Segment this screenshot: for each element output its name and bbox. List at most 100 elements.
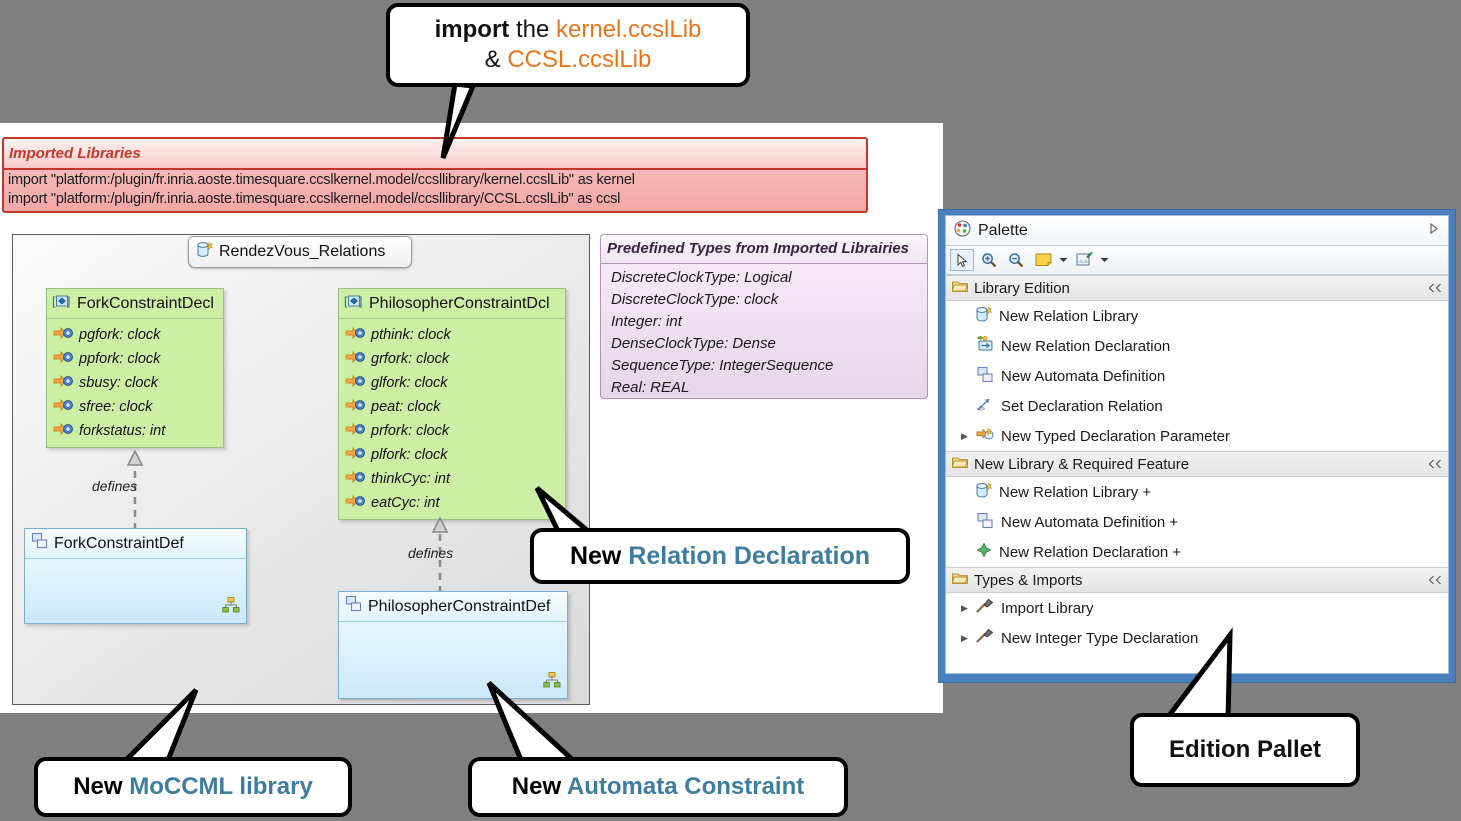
palette-section-types-imports[interactable]: Types & Imports — [946, 567, 1448, 593]
callout-accent-ccsl: CCSL.ccslLib — [507, 46, 652, 73]
uml-class-philosopher-constraint-dcl[interactable]: [ ] PhilosopherConstraintDcl pthink: clo… — [338, 288, 566, 520]
palette-item-new-integer-type-declaration[interactable]: ▶ New Integer Type Declaration — [946, 623, 1448, 653]
callout-text: New MoCCML library — [73, 773, 313, 801]
uml-attribute: thinkCyc: int — [345, 467, 565, 491]
palette-item-new-automata-definition[interactable]: ▶ New Automata Definition — [946, 361, 1448, 391]
palette-item-set-declaration-relation[interactable]: ▶ ‹0› Set Declaration Relation — [946, 391, 1448, 421]
palette-toolbar[interactable] — [946, 246, 1448, 275]
note-dropdown-caret-icon[interactable] — [1058, 250, 1069, 270]
parameter-arrow-icon — [53, 398, 73, 416]
palette-item-new-relation-library-plus[interactable]: ▶ New Relation Library + — [946, 477, 1448, 507]
uml-attribute: grfork: clock — [345, 347, 565, 371]
note-attachment-dropdown-caret-icon[interactable] — [1099, 250, 1110, 270]
library-tab-rendezvous-relations[interactable]: RendezVous_Relations — [188, 236, 412, 268]
predefined-types-note[interactable]: Predefined Types from Imported Librairie… — [600, 234, 928, 399]
uml-class-header: [ ] PhilosopherConstraintDcl — [339, 289, 565, 319]
svg-text:[: [ — [52, 294, 56, 308]
import-line: import "platform:/plugin/fr.inria.aoste.… — [8, 191, 621, 207]
parameter-arrow-icon — [345, 422, 365, 440]
callout-accent: Relation Declaration — [628, 541, 871, 570]
uml-attributes-list: pthink: clock grfork: clock glfork: cloc… — [339, 319, 565, 519]
hammer-icon — [976, 598, 994, 618]
folder-icon — [951, 456, 968, 473]
parameter-arrow-icon — [53, 326, 73, 344]
hierarchy-icon — [222, 597, 240, 618]
uml-attributes-list: pgfork: clock ppfork: clock sbusy: clock… — [47, 319, 223, 447]
uml-class-name: ForkConstraintDecl — [77, 294, 214, 312]
select-tool-icon[interactable] — [950, 249, 974, 271]
palette-inner: Palette — [945, 215, 1449, 674]
defines-label-philosopher: defines — [408, 545, 454, 561]
palette-item-new-typed-declaration-parameter[interactable]: ▶ New Typed Declaration Parameter — [946, 421, 1448, 451]
palette-item-label: New Integer Type Declaration — [1001, 629, 1199, 647]
relation-declaration-icon — [976, 335, 994, 356]
uml-attribute-label: eatCyc: int — [371, 495, 440, 511]
typed-declaration-parameter-icon — [976, 426, 994, 446]
folder-icon — [951, 572, 968, 589]
zoom-in-icon[interactable] — [977, 249, 1001, 271]
uml-attribute-label: peat: clock — [371, 399, 441, 415]
palette-item-label: New Relation Declaration — [1001, 337, 1171, 355]
collapse-section-icon[interactable] — [1428, 572, 1442, 589]
uml-attribute: eatCyc: int — [345, 491, 565, 515]
svg-text:‹0›: ‹0› — [977, 406, 985, 413]
uml-attribute: pgfork: clock — [53, 323, 223, 347]
uml-attribute-label: forkstatus: int — [79, 423, 166, 439]
uml-class-header: PhilosopherConstraintDef — [339, 592, 567, 622]
relation-library-icon — [197, 240, 214, 264]
predefined-type-entry: DenseClockType: Dense — [611, 335, 776, 352]
uml-class-philosopher-constraint-def[interactable]: PhilosopherConstraintDef — [338, 591, 568, 699]
uml-attribute-label: plfork: clock — [371, 447, 448, 463]
uml-attribute: plfork: clock — [345, 443, 565, 467]
uml-class-fork-constraint-decl[interactable]: [ ] ForkConstraintDecl pgfork: clock ppf… — [46, 288, 224, 448]
callout-import-libraries: import the kernel.ccslLib & CCSL.ccslLib — [386, 3, 750, 87]
chevron-right-icon[interactable] — [1427, 222, 1440, 240]
palette-item-new-relation-declaration[interactable]: ▶ New Relation Declaration — [946, 331, 1448, 361]
parameter-arrow-icon — [345, 398, 365, 416]
palette-item-new-automata-definition-plus[interactable]: ▶ New Automata Definition + — [946, 507, 1448, 537]
palette-item-label: New Automata Definition — [1001, 367, 1166, 385]
import-line: import "platform:/plugin/fr.inria.aoste.… — [8, 172, 635, 188]
callout-new-automata-constraint: New Automata Constraint — [468, 757, 848, 817]
palette-section-library-edition[interactable]: Library Edition — [946, 275, 1448, 301]
imported-libraries-title: Imported Libraries — [4, 139, 866, 170]
note-icon[interactable] — [1031, 249, 1055, 271]
palette-title-bar[interactable]: Palette — [946, 216, 1448, 246]
uml-attribute-label: prfork: clock — [371, 423, 450, 439]
uml-attribute: peat: clock — [345, 395, 565, 419]
uml-attribute: glfork: clock — [345, 371, 565, 395]
callout-plain-text: the — [509, 16, 556, 43]
palette-item-new-relation-declaration-plus[interactable]: ▶ New Relation Declaration + — [946, 537, 1448, 567]
uml-attribute-label: glfork: clock — [371, 375, 448, 391]
callout-text: New Relation Declaration — [570, 542, 870, 571]
uml-attribute: prfork: clock — [345, 419, 565, 443]
parameter-arrow-icon — [53, 350, 73, 368]
uml-attribute-label: thinkCyc: int — [371, 471, 450, 487]
callout-accent: Automata Constraint — [566, 773, 805, 800]
imported-libraries-body: import "platform:/plugin/fr.inria.aoste.… — [4, 170, 866, 211]
palette-item-new-relation-library[interactable]: ▶ New Relation Library — [946, 301, 1448, 331]
svg-text:]: ] — [359, 294, 362, 308]
palette-section-label: Types & Imports — [974, 571, 1083, 589]
collapse-section-icon[interactable] — [1428, 280, 1442, 297]
expand-arrow-icon[interactable]: ▶ — [961, 430, 968, 441]
expand-arrow-icon[interactable]: ▶ — [961, 602, 968, 613]
uml-attribute-label: grfork: clock — [371, 351, 450, 367]
collapse-section-icon[interactable] — [1428, 456, 1442, 473]
defines-link-fork — [126, 449, 144, 530]
callout-bold-keyword: import — [434, 16, 510, 43]
automata-definition-icon — [31, 532, 49, 555]
palette-item-import-library[interactable]: ▶ Import Library — [946, 593, 1448, 623]
imported-libraries-note[interactable]: Imported Libraries import "platform:/plu… — [2, 137, 868, 213]
callout-prefix: New — [511, 773, 567, 800]
zoom-out-icon[interactable] — [1004, 249, 1028, 271]
uml-class-fork-constraint-def[interactable]: ForkConstraintDef — [24, 528, 247, 624]
expand-arrow-icon[interactable]: ▶ — [961, 632, 968, 643]
note-attachment-icon[interactable] — [1072, 249, 1096, 271]
uml-class-body — [25, 559, 246, 623]
palette-panel[interactable]: Palette — [938, 209, 1456, 683]
svg-text:[: [ — [344, 294, 348, 308]
palette-section-new-library-required-feature[interactable]: New Library & Required Feature — [946, 451, 1448, 477]
uml-attribute: sbusy: clock — [53, 371, 223, 395]
callout-accent: MoCCML library — [129, 773, 313, 800]
